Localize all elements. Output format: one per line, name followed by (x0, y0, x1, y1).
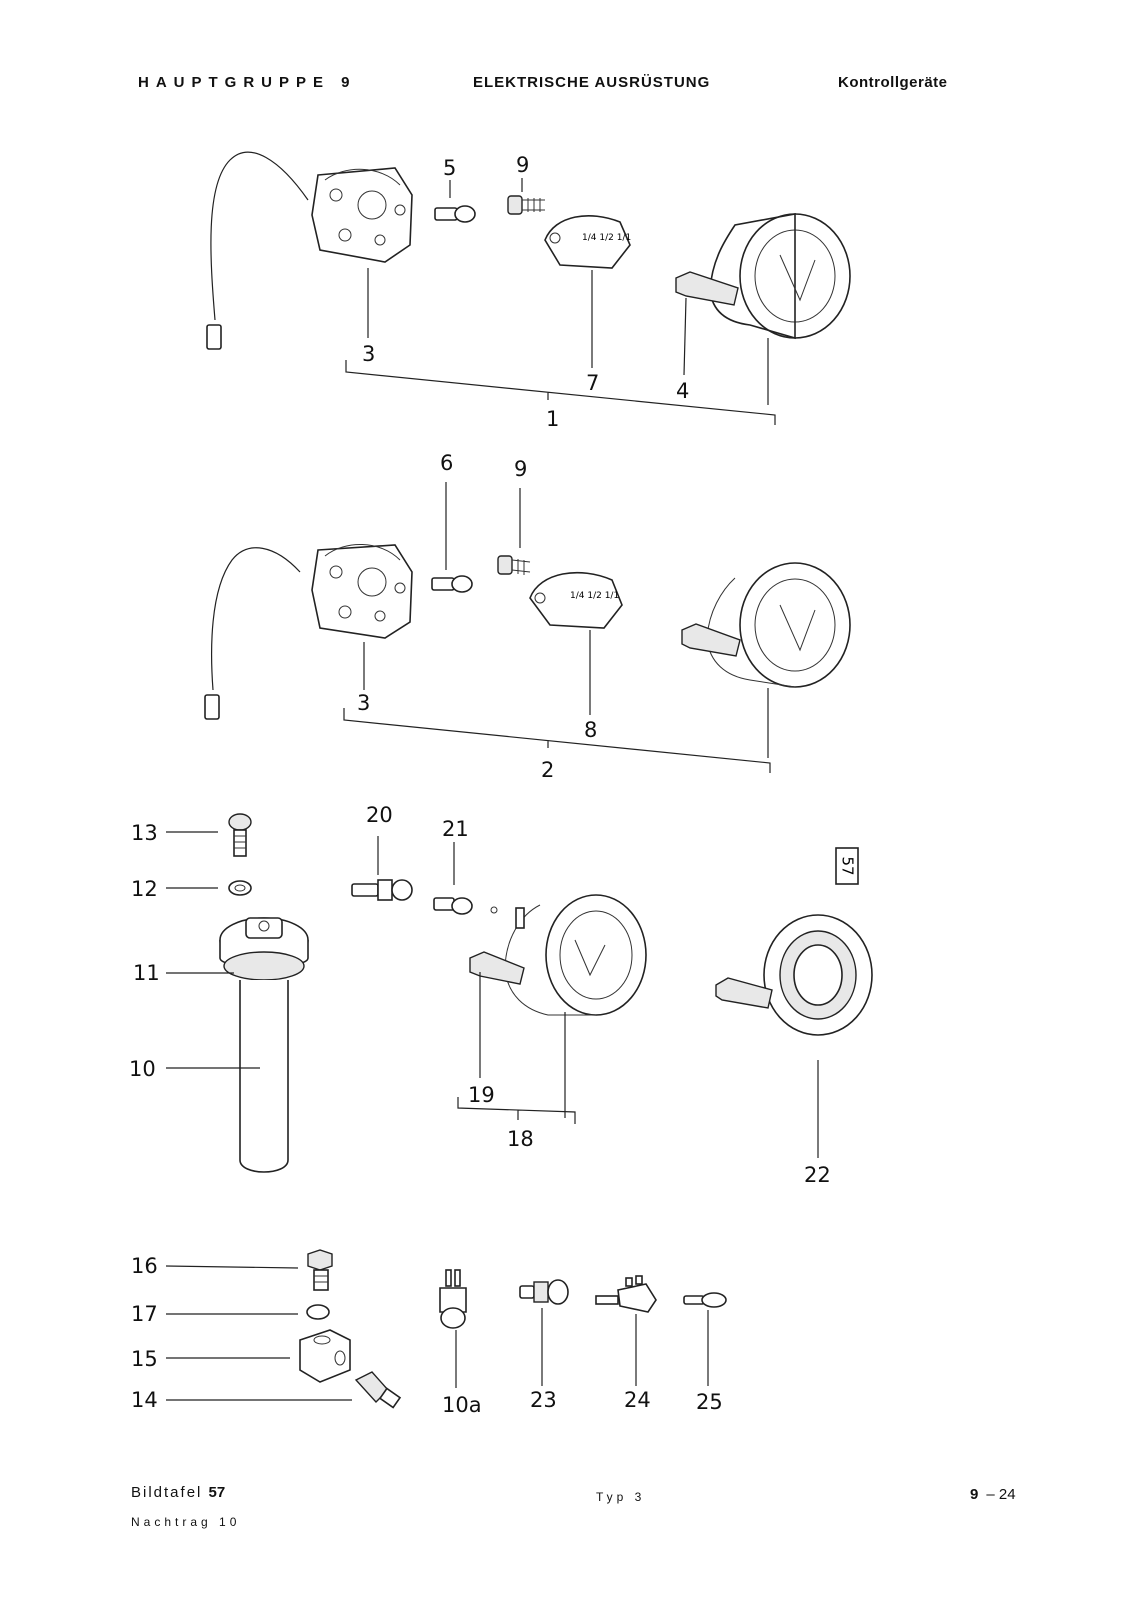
warning-lamp-23 (519, 1279, 569, 1305)
callout-7: 7 (586, 371, 599, 395)
callout-10: 10 (129, 1057, 156, 1081)
svg-text:1/4 1/2 1/1: 1/4 1/2 1/1 (570, 591, 619, 601)
supplement-label: Nachtrag 10 (131, 1515, 241, 1529)
sender-head-11 (219, 917, 309, 981)
assembly-1: 1/4 1/2 1/1 (206, 151, 851, 425)
leader-4 (683, 297, 687, 376)
assembly-3: 57 (166, 813, 873, 1173)
instrument-housing-1 (675, 213, 851, 340)
wire-harness (210, 151, 309, 321)
callout-8: 8 (584, 718, 597, 742)
connector-20 (351, 879, 413, 901)
printed-circuit-housing (311, 167, 413, 263)
bracket-1 (345, 360, 776, 425)
assembly-2: 1/4 1/2 1/1 (204, 482, 851, 773)
printed-circuit-housing-2 (311, 544, 413, 639)
bolt-16 (307, 1249, 333, 1291)
callout-24: 24 (624, 1388, 651, 1412)
screw-9a (507, 195, 545, 215)
wire-harness-2 (211, 547, 301, 691)
bulb-holder-10a (439, 1269, 467, 1329)
callout-11: 11 (133, 961, 160, 985)
callout-22: 22 (804, 1163, 831, 1187)
callout-23: 23 (530, 1388, 557, 1412)
trim-ring-22 (715, 914, 873, 1036)
callout-15: 15 (131, 1347, 158, 1371)
callout-16: 16 (131, 1254, 158, 1278)
washer-17 (306, 1304, 330, 1320)
callout-20: 20 (366, 803, 393, 827)
bracket-18 (457, 1097, 576, 1124)
assembly-4 (165, 1249, 727, 1409)
switch-24 (595, 1275, 657, 1313)
instrument-housing-2 (681, 562, 851, 688)
page-suffix: – 24 (986, 1486, 1016, 1503)
fuel-gauge-8: 1/4 1/2 1/1 (529, 571, 623, 629)
type-label: Typ 3 (596, 1490, 646, 1504)
page-prefix: 9 (970, 1486, 979, 1503)
callout-9b: 9 (514, 457, 527, 481)
block-15 (299, 1329, 351, 1383)
fuel-gauge-7: 1/4 1/2 1/1 (544, 215, 631, 269)
bracket-2 (343, 708, 771, 773)
callout-9a: 9 (516, 153, 529, 177)
header-topic: Kontrollgeräte (838, 74, 948, 91)
plate-badge: 57 (835, 847, 859, 885)
leader-16 (165, 1265, 299, 1269)
screw-13 (228, 813, 252, 857)
gauge-18 (469, 894, 647, 1016)
bulb-21 (433, 897, 498, 915)
plate-number: 57 (208, 1484, 226, 1501)
callout-labels: 1 2 3 3 4 5 6 7 8 9 9 10 10a 11 12 13 14… (129, 153, 831, 1417)
bulb-25 (683, 1292, 727, 1308)
bulb-6 (431, 575, 473, 593)
header-section: ELEKTRISCHE AUSRÜSTUNG (473, 74, 711, 91)
callout-12: 12 (131, 877, 158, 901)
callout-17: 17 (131, 1302, 158, 1326)
callout-6: 6 (440, 451, 453, 475)
callout-3b: 3 (357, 691, 370, 715)
oil-pressure-switch-14 (354, 1371, 402, 1409)
washer-12 (228, 880, 252, 896)
callout-21: 21 (442, 817, 469, 841)
callout-1: 1 (546, 407, 559, 431)
sender-tube-10 (239, 980, 289, 1173)
callout-10a: 10a (442, 1393, 482, 1417)
wire-connector (206, 324, 222, 350)
callout-2: 2 (541, 758, 554, 782)
bulb-5 (434, 205, 476, 223)
callout-3a: 3 (362, 342, 375, 366)
callout-25: 25 (696, 1390, 723, 1414)
wire-connector-2 (204, 694, 220, 720)
svg-text:57: 57 (839, 856, 857, 875)
callout-14: 14 (131, 1388, 158, 1412)
callout-19: 19 (468, 1083, 495, 1107)
plate-label-text: Bildtafel (131, 1484, 203, 1501)
header-group: HAUPTGRUPPE 9 (138, 74, 357, 91)
screw-9b (497, 555, 531, 575)
callout-5: 5 (443, 156, 456, 180)
plate-label: Bildtafel 57 (131, 1484, 225, 1501)
callout-18: 18 (507, 1127, 534, 1151)
callout-13: 13 (131, 821, 158, 845)
page-number: 9 – 24 (970, 1486, 1016, 1503)
svg-text:1/4 1/2 1/1: 1/4 1/2 1/1 (582, 233, 631, 243)
callout-4: 4 (676, 379, 689, 403)
